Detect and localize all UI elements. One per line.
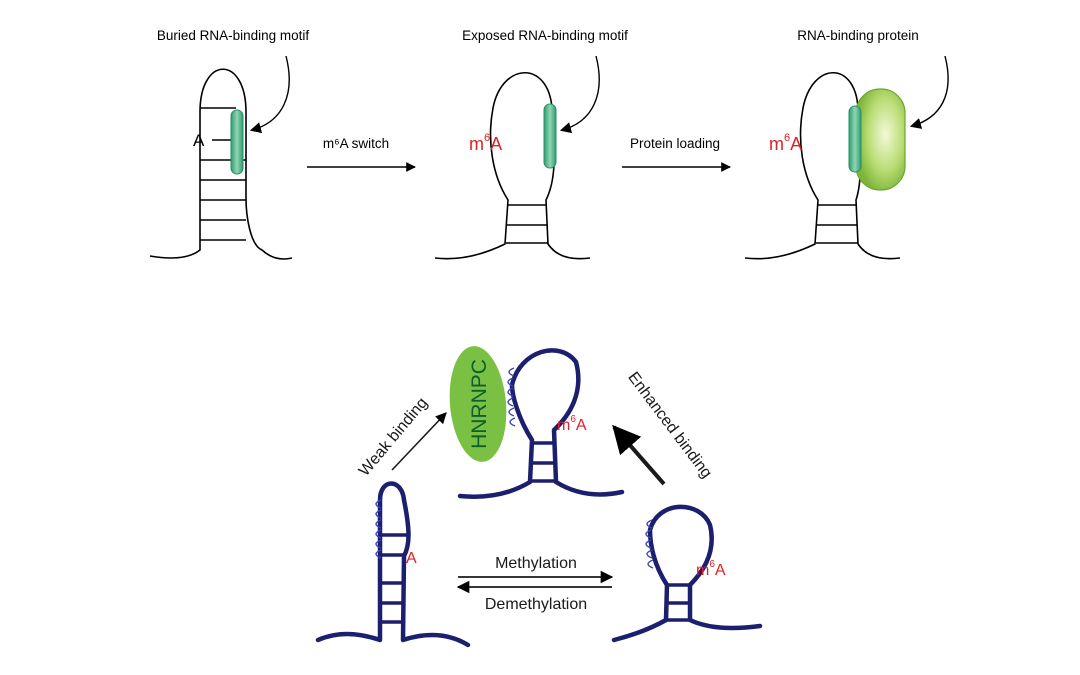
- base-pairs-hnrnpc: [531, 441, 556, 483]
- pointer-arrow-exposed: [559, 55, 600, 134]
- base-pairs-unmethylated: [380, 533, 407, 624]
- label-rna-binding-protein: RNA-binding protein: [797, 28, 919, 43]
- methylated-hairpin: m6A: [611, 504, 763, 643]
- enhanced-binding-arrow: [612, 424, 666, 486]
- m6a-switch-label: m⁶A switch: [323, 136, 389, 151]
- top-panel: Buried RNA-binding motif A m⁶A switch Ex…: [149, 28, 949, 260]
- enhanced-binding-step: Enhanced binding: [612, 369, 715, 486]
- label-buried-motif: Buried RNA-binding motif: [157, 28, 310, 43]
- u-tract-methylated: [645, 519, 654, 569]
- stage-buried: Buried RNA-binding motif A: [149, 28, 310, 260]
- m6a-label-methylated: m6A: [696, 559, 726, 579]
- base-pairs-buried: [200, 107, 246, 241]
- methylation-step: Methylation Demethylation: [456, 555, 614, 613]
- rna-hairpin-buried: [149, 68, 293, 260]
- motif-exposed: [543, 103, 557, 169]
- m6a-label-bound: m6A: [769, 132, 802, 154]
- u-tract-hnrnpc: [507, 367, 516, 427]
- rna-hairpin-bound: [744, 71, 901, 260]
- protein-green: [855, 88, 906, 191]
- unmethylated-hairpin: A: [315, 481, 471, 648]
- base-a-label: A: [193, 131, 205, 150]
- m6a-switch-step: m⁶A switch: [307, 136, 416, 172]
- pointer-arrow-buried: [249, 55, 290, 134]
- weak-binding-label: Weak binding: [356, 395, 431, 480]
- hnrnpc-protein: [449, 346, 507, 462]
- methylation-label: Methylation: [495, 555, 577, 572]
- bottom-panel: HNRNPC m6A Weak binding Enhanced binding: [315, 346, 763, 648]
- motif-bound: [848, 105, 862, 173]
- hnrnpc-bound-hairpin: HNRNPC m6A: [449, 346, 625, 499]
- weak-binding-step: Weak binding: [356, 395, 447, 480]
- base-pairs-exposed: [506, 204, 548, 244]
- enhanced-binding-label: Enhanced binding: [624, 369, 715, 482]
- label-exposed-motif: Exposed RNA-binding motif: [462, 28, 628, 43]
- rna-hairpin-exposed: [434, 71, 591, 260]
- base-pairs-bound: [816, 204, 858, 244]
- stage-protein-bound: RNA-binding protein m6A: [744, 28, 949, 260]
- rna-hnrnpc-bound: [457, 348, 625, 499]
- demethylation-label: Demethylation: [485, 596, 587, 613]
- protein-loading-label: Protein loading: [630, 136, 720, 151]
- rna-methylated: [611, 504, 763, 643]
- rna-unmethylated: [315, 481, 471, 648]
- m6a-label-hnrnpc: m6A: [557, 414, 587, 434]
- stage-exposed: Exposed RNA-binding motif m6A: [434, 28, 628, 260]
- protein-loading-step: Protein loading: [622, 136, 731, 172]
- m6a-label-exposed: m6A: [469, 132, 502, 154]
- base-a-unmethylated: A: [406, 550, 417, 567]
- pointer-arrow-protein: [909, 55, 949, 129]
- weak-binding-arrow: [391, 412, 447, 471]
- base-pairs-methylated: [666, 583, 691, 622]
- u-tract-unmethylated: [375, 499, 382, 559]
- hnrnpc-label: HNRNPC: [468, 359, 491, 449]
- motif-buried: [230, 109, 244, 175]
